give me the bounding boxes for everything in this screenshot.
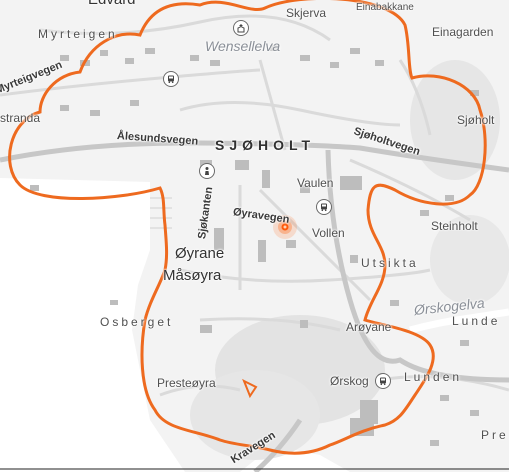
river bbox=[409, 308, 509, 334]
person-icon[interactable] bbox=[199, 163, 215, 179]
main-roads bbox=[0, 140, 509, 472]
bus-icon[interactable] bbox=[375, 373, 391, 389]
church-icon[interactable] bbox=[233, 20, 249, 36]
place-label-sjoholt-east: Sjøholt bbox=[457, 113, 495, 127]
place-label-myrteigen: Myrteigen bbox=[38, 27, 118, 41]
place-label-presteoyra: Presteøyra bbox=[157, 376, 216, 390]
terrain-shade bbox=[430, 215, 509, 305]
fjord-water bbox=[0, 178, 185, 472]
isochrone-boundary bbox=[8, 0, 487, 455]
place-label-aroyane: Arøyane bbox=[346, 320, 392, 334]
place-label-steinholt: Steinholt bbox=[431, 219, 478, 233]
waypoint-triangle-icon[interactable] bbox=[242, 378, 258, 399]
place-label-edvard: Edvard bbox=[88, 0, 136, 8]
place-label-vollen: Vollen bbox=[312, 226, 345, 240]
fjord-water-south bbox=[240, 448, 350, 472]
place-label-masoyra: Måsøyra bbox=[163, 267, 222, 284]
place-label-osberget: Osberget bbox=[100, 315, 174, 329]
place-label-einabakkane: Einabakkane bbox=[356, 2, 414, 13]
bus-icon[interactable] bbox=[316, 199, 332, 215]
place-label-utsikta: Utsikta bbox=[361, 256, 419, 270]
piers bbox=[150, 197, 172, 229]
minor-roads bbox=[0, 14, 509, 397]
town-label-sjoholt: SJØHOLT bbox=[215, 137, 316, 153]
place-label-pre: Pre bbox=[481, 428, 509, 442]
place-label-vaulen: Vaulen bbox=[297, 176, 334, 190]
water-label-wensellelva: Wensellelva bbox=[205, 38, 281, 54]
place-label-stranda: stranda bbox=[0, 111, 41, 125]
place-label-lunden: Lunden bbox=[404, 370, 463, 384]
place-label-oyrane: Øyrane bbox=[175, 245, 225, 262]
location-marker-icon[interactable] bbox=[273, 215, 297, 239]
place-label-orskog: Ørskog bbox=[330, 374, 369, 388]
place-label-einagarden: Einagarden bbox=[432, 25, 494, 39]
place-label-skjerva: Skjerva bbox=[286, 6, 327, 20]
place-label-lunde: Lunde bbox=[452, 314, 501, 328]
bus-icon[interactable] bbox=[163, 71, 179, 87]
